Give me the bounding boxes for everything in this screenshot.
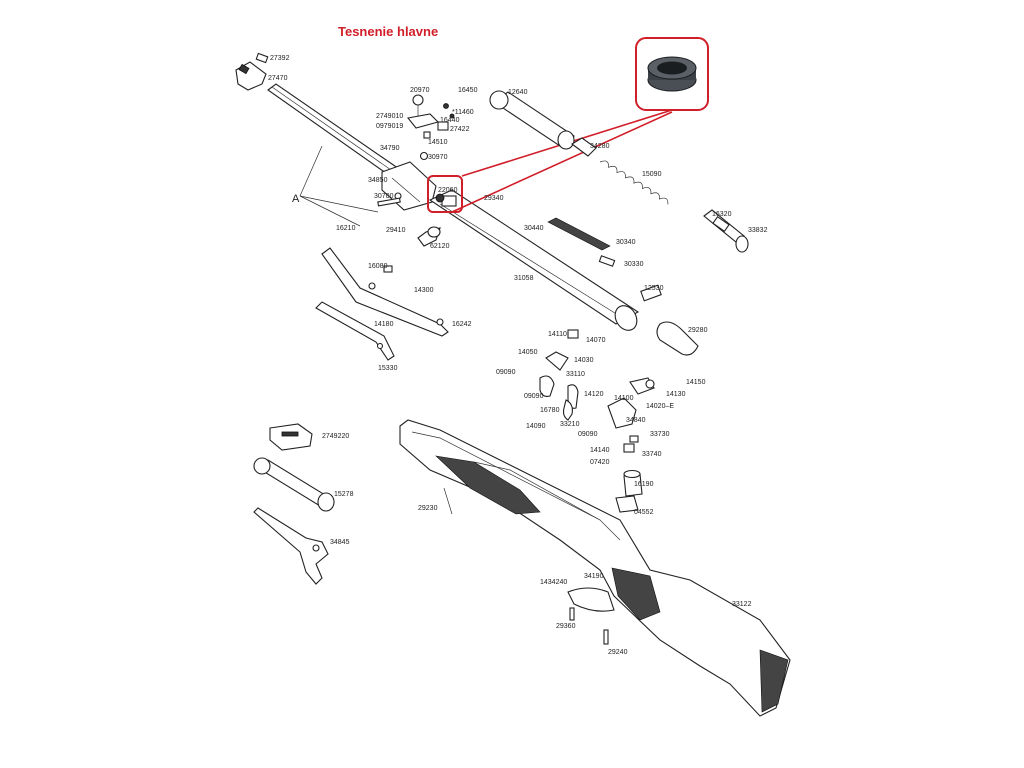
part-label: 30440 (524, 225, 544, 232)
part-label: 29410 (386, 227, 406, 234)
highlight-callout (427, 37, 709, 213)
part-label: 29340 (484, 195, 504, 202)
part-label: 62120 (430, 243, 450, 250)
part-label: 2749010 (376, 113, 403, 120)
part-label: 15278 (334, 491, 354, 498)
trigger-unit (253, 507, 329, 585)
part-label: 14130 (666, 391, 686, 398)
part-label: 33210 (560, 421, 580, 428)
part-label: 14180 (374, 321, 394, 328)
part-label: 16450 (458, 87, 478, 94)
part-label: 09090 (496, 369, 516, 376)
piston-assembly (489, 90, 597, 157)
part-label: 27392 (270, 55, 290, 62)
part-label: 12530 (644, 285, 664, 292)
part-label: 14020–E (646, 403, 674, 410)
compression-tube (428, 189, 640, 331)
part-label: 16320 (712, 211, 732, 218)
part-label: 33832 (748, 227, 768, 234)
part-label: A (292, 193, 300, 205)
part-label: 33730 (650, 431, 670, 438)
part-label: 0979019 (376, 123, 403, 130)
linkage-bar (315, 301, 395, 361)
part-label: 14100 (614, 395, 634, 402)
part-label: 12640 (508, 89, 528, 96)
rear-sight-assembly (269, 423, 313, 451)
rear-sight-group (406, 94, 455, 161)
trigger-guard (567, 587, 615, 645)
stock (399, 419, 791, 717)
part-label: 15090 (642, 171, 662, 178)
part-label: 16210 (336, 225, 356, 232)
part-label: 07420 (590, 459, 610, 466)
part-label: 20970 (410, 87, 430, 94)
part-label: 29230 (418, 505, 438, 512)
part-label: 29240 (608, 649, 628, 656)
part-label: 34850 (368, 177, 388, 184)
cocking-lever (321, 247, 449, 337)
part-label: 14300 (414, 287, 434, 294)
part-label: 15330 (378, 365, 398, 372)
part-label: 34190 (584, 573, 604, 580)
part-label: 16242 (452, 321, 472, 328)
part-label: 33110 (566, 371, 585, 378)
part-label: 33122 (732, 601, 752, 608)
part-labels: 27392 27470 20970 16450 2749010 *11460 0… (268, 55, 768, 656)
part-label: 14030 (574, 357, 594, 364)
trigger-group (539, 329, 655, 513)
part-label: 14050 (518, 349, 538, 356)
part-label: 27422 (450, 126, 470, 133)
part-label: 16080 (368, 263, 388, 270)
part-label: 31058 (514, 275, 534, 282)
part-label: 14150 (686, 379, 706, 386)
part-label: 14090 (526, 423, 546, 430)
end-cap (640, 284, 699, 356)
part-label: 04552 (634, 509, 654, 516)
part-label: 16190 (634, 481, 654, 488)
part-label: 29360 (556, 623, 576, 630)
part-label: 2749220 (322, 433, 349, 440)
part-label: 29280 (688, 327, 708, 334)
part-label: 14140 (590, 447, 610, 454)
spring-guide (703, 209, 749, 253)
scope-rail (547, 217, 616, 267)
callout-a-lines (299, 145, 379, 227)
cylinder-part (253, 457, 335, 512)
part-label: 34840 (626, 417, 646, 424)
part-label: 1434240 (540, 579, 567, 586)
diagram-title: Tesnenie hlavne (338, 24, 439, 39)
part-label: 14070 (586, 337, 606, 344)
part-label: *11460 (452, 109, 474, 116)
mainspring (599, 160, 669, 205)
part-label: 30970 (428, 154, 448, 161)
barrel-seal-icon (647, 56, 697, 92)
part-label: 30340 (616, 239, 636, 246)
part-label: 30700 (374, 193, 394, 200)
part-label: 34845 (330, 539, 350, 546)
part-label: 34790 (380, 145, 400, 152)
part-label: 16440 (440, 117, 460, 124)
part-label: 14120 (584, 391, 604, 398)
part-label: 09090 (578, 431, 598, 438)
part-label: 33740 (642, 451, 662, 458)
loading-tap (417, 226, 441, 247)
part-label: 14110 (548, 331, 567, 338)
part-label-highlighted: 22060 (438, 187, 458, 194)
part-label: 30330 (624, 261, 644, 268)
part-label: 14510 (428, 139, 448, 146)
part-label: 27470 (268, 75, 288, 82)
part-label: 34280 (590, 143, 610, 150)
part-label: 16780 (540, 407, 560, 414)
part-label: 09090 (524, 393, 544, 400)
barrel-assembly (235, 52, 437, 211)
